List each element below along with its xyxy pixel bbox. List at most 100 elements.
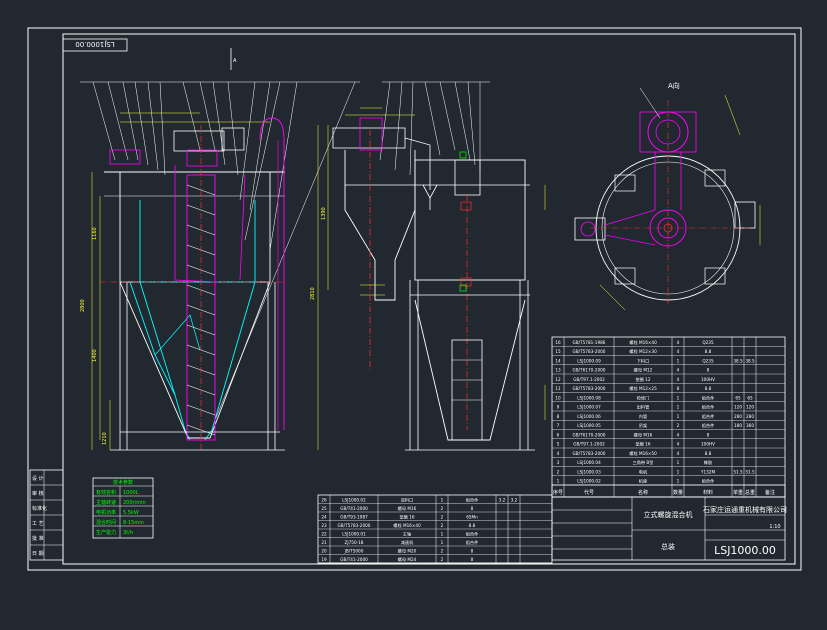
- top-view-dimension-lines: [599, 94, 761, 311]
- bom-lower-cell: 组合件: [466, 530, 479, 537]
- bom-lower-cell: 3.2: [499, 497, 506, 502]
- bom-cell: 吊架: [639, 423, 647, 429]
- bom-cell: 12: [555, 377, 561, 382]
- bom-cell: 组合件: [702, 478, 715, 485]
- dim-side-total: 2810: [310, 287, 316, 300]
- bom-lower-cell: 螺母 M20: [398, 547, 417, 554]
- bom-lower-cell: 2: [441, 523, 444, 528]
- bom-cell: 螺栓 M16×40: [629, 339, 657, 346]
- bom-cell: GB/T6170-2000: [573, 368, 606, 373]
- front-dimension-lines: [91, 112, 270, 450]
- bom-cell: LSJ1000.04: [577, 460, 601, 465]
- bom-cell: 1: [677, 460, 680, 465]
- bom-lower-cell: 减速机: [401, 539, 414, 546]
- bom-cell: GB/T5783-2000: [573, 349, 606, 354]
- tech-row-value: 8-15min: [123, 520, 144, 526]
- bom-lower-cell: 螺栓 M16×40: [393, 522, 421, 529]
- bom-cell: 1: [677, 479, 680, 484]
- dim-mid: 1400: [92, 349, 98, 362]
- bom-cell: 1: [677, 395, 680, 400]
- bom-cell: 6: [557, 432, 560, 437]
- bom-cell: 13: [555, 368, 561, 373]
- inner-frame: [62, 33, 796, 565]
- bom-cell: 120: [746, 405, 754, 410]
- bom-lower-cell: 2: [441, 557, 444, 562]
- bom-lower-cell: JB/T5000: [344, 548, 364, 553]
- bom-cell: 组合件: [702, 404, 715, 411]
- product-name: 立式螺旋混合机: [644, 510, 693, 519]
- bom-cell: LSJ1000.08: [577, 395, 601, 400]
- bom-cell: 5: [557, 442, 560, 447]
- side-dimension-lines: [317, 107, 546, 450]
- bom-cell: 7: [557, 423, 560, 428]
- side-view-leaders: [379, 81, 490, 176]
- bom-lower-cell: 26: [321, 497, 327, 502]
- bom-lower-cell: 1: [441, 497, 444, 502]
- bom-cell: 8.8: [705, 349, 712, 354]
- bom-cell: 出料管: [637, 404, 650, 411]
- bom-cell: 螺栓 M12×25: [629, 385, 657, 392]
- bom-lower-cell: LSJ1000.02: [342, 497, 366, 502]
- title-block: 立式螺旋混合机 石家庄运通重机械有限公司 总装 1:10 LSJ1000.00: [551, 496, 787, 561]
- bom-lower-cell: 8: [471, 557, 474, 562]
- bom-lower-cell: GB/T41-2000: [340, 506, 368, 511]
- bom-cell: 组合件: [702, 413, 715, 420]
- bom-cell: 8.8: [705, 451, 712, 456]
- top-drawing-number-box: LSJ1000.00: [62, 38, 128, 52]
- bom-lower-cell: 8: [471, 506, 474, 511]
- bom-cell: 8: [557, 414, 560, 419]
- bom-cell: 4: [677, 340, 680, 345]
- bom-cell: 9: [557, 405, 560, 410]
- title-label: 审 核: [32, 490, 44, 497]
- bom-lower-cell: 组合件: [466, 496, 479, 503]
- outer-frame: [27, 27, 802, 571]
- title-label: 批 准: [32, 535, 44, 542]
- bom-lower-cell: LSJ1000.01: [342, 531, 366, 536]
- bom-header: 数量: [673, 489, 683, 496]
- bom-cell: 100HV: [701, 377, 715, 382]
- bom-cell: 16: [555, 340, 561, 345]
- bom-cell: GB/T5783-2000: [573, 451, 606, 456]
- tech-row-value: 200r/min: [123, 500, 146, 506]
- title-label: 工 艺: [32, 521, 44, 527]
- bom-lower-cell: 24: [321, 514, 327, 519]
- bom-cell: 51.5: [745, 469, 755, 474]
- bom-lower-cell: GB/T93-1987: [340, 514, 368, 519]
- bom-cell: 电机: [639, 468, 648, 475]
- tech-row-label: 有效容积: [96, 489, 116, 496]
- top-view: A向: [574, 81, 761, 311]
- bom-cell: Q235: [702, 358, 714, 363]
- bom-cell: GB/T6170-2000: [573, 432, 606, 437]
- bom-cell: 1: [677, 469, 680, 474]
- bom-header: 序号: [553, 489, 563, 496]
- bom-cell: 8: [677, 386, 680, 391]
- bom-lower-cell: 22: [321, 531, 327, 536]
- tech-table-title: 技术参数: [113, 479, 133, 486]
- bom-cell: 360: [746, 423, 754, 428]
- bom-cell: 4: [677, 349, 680, 354]
- bom-lower-cell: 3.2: [511, 497, 518, 502]
- bom-lower-cell: 8.8: [469, 523, 476, 528]
- bom-header: 总重: [745, 489, 755, 496]
- bom-cell: 180: [734, 423, 742, 428]
- bom-cell: 机座: [639, 478, 647, 485]
- bom-lower-cell: GB/T5783-2000: [338, 523, 371, 528]
- bom-cell: 51.5: [733, 469, 743, 474]
- top-drawing-number: LSJ1000.00: [75, 40, 114, 48]
- bom-lower-cell: 19: [321, 557, 327, 562]
- bom-cell: 100HV: [701, 442, 715, 447]
- left-title-column: 设 计 审 核 标准化 工 艺 批 准 日 期: [29, 469, 64, 561]
- bom-cell: 螺母 M12: [634, 367, 653, 374]
- bom-cell: 15: [555, 349, 561, 354]
- bom-cell: 4: [677, 377, 680, 382]
- tech-row-label: 生产能力: [96, 529, 116, 536]
- title-label: 设 计: [32, 475, 44, 482]
- bom-lower-cell: 1: [441, 540, 444, 545]
- bom-cell: 4: [677, 432, 680, 437]
- assembly-label: 总装: [661, 542, 675, 551]
- bom-cell: Q235: [702, 340, 714, 345]
- dim-side-upper: 1390: [321, 207, 327, 220]
- bom-cell: 垫圈 12: [635, 376, 650, 383]
